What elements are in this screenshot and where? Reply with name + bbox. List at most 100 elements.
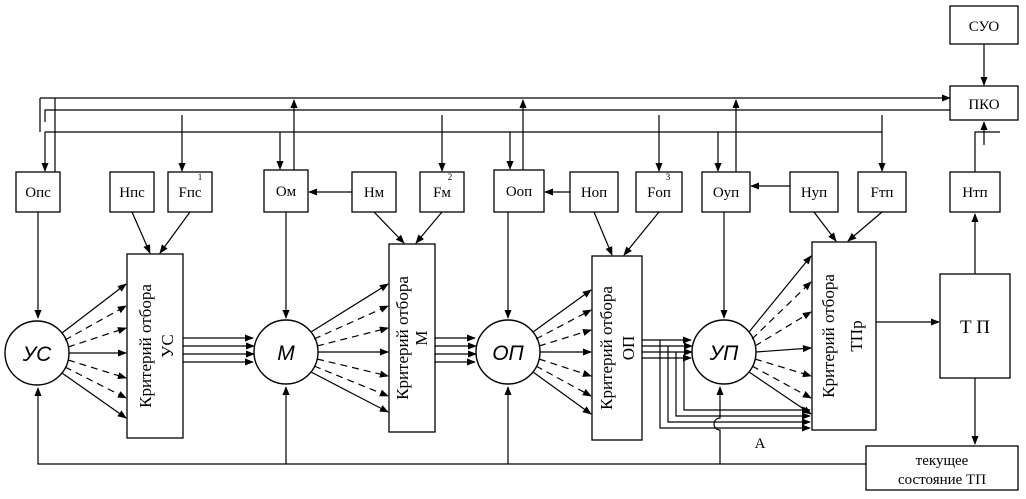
- feedback-to-up: [713, 386, 724, 464]
- n-tp-box: [949, 171, 1001, 213]
- fan-up-2: [751, 281, 812, 340]
- criterion-target-us: УС: [158, 334, 177, 357]
- n-op-box: [569, 171, 619, 213]
- fan-us-1: [61, 283, 127, 334]
- fan-us: [61, 283, 127, 419]
- fan-op-2: [535, 309, 592, 340]
- n-ps-to-criterion: [131, 211, 151, 254]
- o-op-box: [493, 169, 545, 213]
- criterion-target-m: М: [412, 330, 431, 345]
- n-tp-line: [974, 131, 1000, 172]
- current-state-line1: текущее: [916, 453, 969, 469]
- bypass-3: [675, 352, 811, 420]
- fan-us-3: [67, 327, 127, 348]
- fan-m-1: [310, 283, 389, 333]
- bypass-2: [667, 346, 811, 426]
- criterion-box-m: [388, 243, 436, 433]
- fan-up-5: [754, 358, 812, 378]
- fan-up-7: [748, 371, 812, 415]
- op-label: ОП: [492, 342, 524, 365]
- m-label: М: [277, 342, 295, 365]
- label-a: А: [755, 436, 766, 452]
- fan-op-6: [535, 365, 592, 397]
- up-label: УП: [709, 342, 739, 365]
- fan-up-3: [754, 311, 812, 347]
- fan-us-5: [67, 359, 127, 380]
- fan-m: [310, 283, 389, 413]
- current-state-box: [865, 445, 1019, 491]
- criterion-title-op: Критерий отбора: [597, 286, 616, 410]
- fan-op-5: [538, 358, 592, 377]
- f-m-label: Fм: [433, 185, 451, 201]
- fan-us-7: [61, 372, 127, 419]
- n-m-box: [351, 171, 397, 213]
- f-ps-box: [167, 171, 213, 213]
- f-m-to-criterion: [415, 211, 443, 244]
- feedback-to-us: [34, 387, 866, 465]
- bus-line-lower: [44, 109, 950, 122]
- fan-us-6: [64, 366, 127, 399]
- n-up-label: Hуп: [801, 185, 827, 201]
- criterion-outputs: [183, 334, 811, 432]
- o-m-label: Oм: [276, 184, 297, 200]
- f-tp-box: [857, 171, 907, 213]
- fan-m-6: [313, 365, 389, 397]
- n-m-to-criterion: [373, 211, 405, 244]
- fan-m-7: [310, 371, 389, 413]
- f-op-superscript: 3: [666, 172, 671, 182]
- fan-m-3: [316, 326, 389, 347]
- bypass-4: [683, 358, 811, 414]
- fan-op-3: [538, 328, 592, 347]
- f-op-to-criterion: [623, 211, 660, 256]
- bus-connections: [41, 98, 1000, 172]
- o-m-box: [263, 169, 309, 213]
- criterion-box-tp: [811, 241, 877, 431]
- f-op-box: [635, 171, 683, 213]
- bypass-1: [659, 340, 811, 432]
- n-op-label: Hоп: [581, 185, 607, 201]
- fan-up: [748, 255, 812, 415]
- o-ps-label: Oпс: [25, 185, 51, 201]
- fan-op-7: [532, 371, 592, 415]
- suo-box: [949, 5, 1019, 45]
- fan-op-1: [532, 289, 592, 333]
- fan-m-5: [316, 358, 389, 378]
- f-op-label: Fоп: [647, 185, 671, 201]
- fan-op: [532, 289, 592, 415]
- top-bus: [39, 94, 951, 133]
- fan-up-6: [751, 365, 812, 399]
- feedback-line: [34, 386, 866, 465]
- n-op-to-criterion: [593, 211, 613, 256]
- f-m-box: [419, 171, 465, 213]
- criterion-title-us: Критерий отбора: [136, 284, 155, 408]
- pko-box: [949, 85, 1019, 121]
- f-m-superscript: 2: [448, 172, 453, 182]
- n-ps-label: Hпс: [119, 185, 145, 201]
- tp-label: Т П: [960, 317, 990, 338]
- n-up-to-criterion: [813, 211, 837, 242]
- f-tp-label: Fтп: [871, 185, 894, 201]
- pko-label: ПКО: [968, 97, 999, 113]
- criterion-target-tp: ТПр: [847, 320, 866, 351]
- o-op-label: Oоп: [506, 184, 532, 200]
- suo-label: СУО: [969, 19, 1000, 35]
- f-ps-superscript: 1: [198, 172, 203, 182]
- o-up-box: [701, 171, 751, 213]
- parameter-boxes: Oпс Hпс Fпс 1 Oм Hм Fм 2 Oоп Hоп Fоп 3 O…: [15, 169, 1001, 213]
- n-m-label: Hм: [364, 185, 385, 201]
- fan-up-4: [755, 344, 812, 353]
- criterion-title-m: Критерий отбора: [393, 276, 412, 400]
- us-label: УС: [22, 343, 52, 366]
- f-ps-label: Fпс: [178, 185, 201, 201]
- o-up-label: Oуп: [713, 185, 739, 201]
- fan-m-2: [313, 305, 389, 340]
- f-ps-to-criterion: [159, 211, 191, 254]
- criterion-target-op: ОП: [619, 336, 638, 361]
- criterion-title-tp: Критерий отбора: [819, 274, 838, 398]
- tp-box: [939, 273, 1011, 379]
- f-tp-to-criterion: [847, 211, 883, 242]
- criterion-box-op: [591, 255, 643, 441]
- current-state-line2: состояние ТП: [898, 472, 986, 488]
